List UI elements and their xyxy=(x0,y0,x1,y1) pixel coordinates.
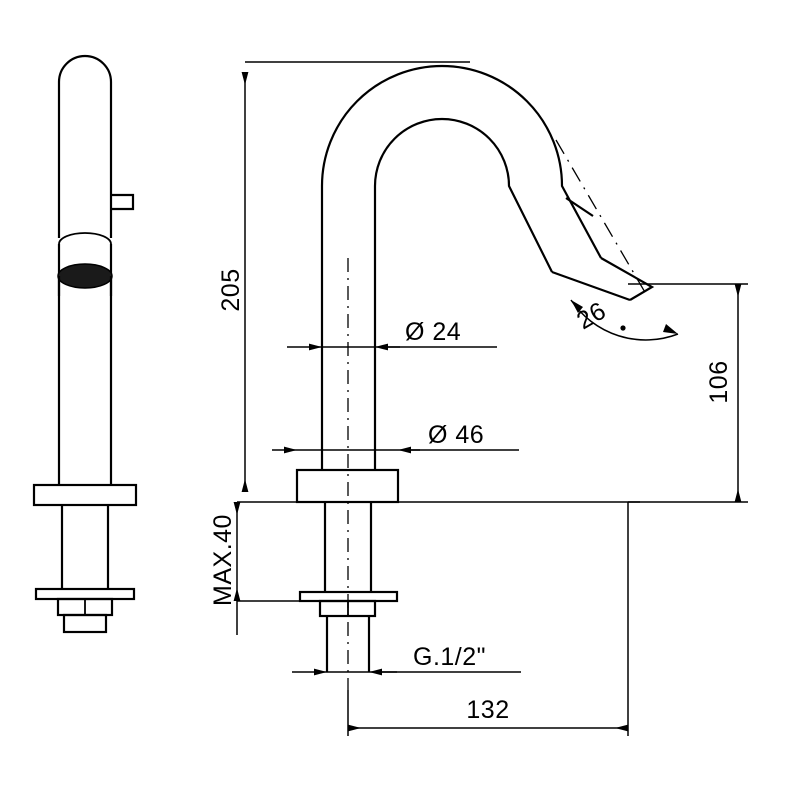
side-view-lever-handle xyxy=(111,193,135,211)
dim-thread-arrow-right xyxy=(369,668,382,676)
side-view-lower-column xyxy=(57,276,113,485)
spout-outer-profile xyxy=(320,64,602,470)
degree-symbol-icon xyxy=(620,325,626,331)
dimension-dia-24: Ø 24 xyxy=(287,318,497,351)
dimension-dia-46: Ø 46 xyxy=(272,421,519,454)
front-elevation-view xyxy=(237,64,655,690)
dim-dia24-arrow-right xyxy=(375,343,388,351)
dim-thread-label: G.1/2" xyxy=(413,643,486,671)
dimension-max-40: MAX.40 xyxy=(209,502,241,635)
side-view-threaded-tail xyxy=(62,613,108,634)
spout-outlet-end-face xyxy=(551,270,631,302)
dim-angle-26-label: 26 xyxy=(572,297,611,336)
dimension-height-205: 205 xyxy=(217,61,470,492)
dim-dia24-arrow-left xyxy=(309,343,322,351)
dim-205-label: 205 xyxy=(217,268,245,311)
dimension-reach-132: 132 xyxy=(347,502,629,736)
dim-angle-arc xyxy=(570,299,679,341)
side-view-trim-ellipse xyxy=(57,263,113,289)
nozzle-axis-centerline xyxy=(555,139,647,295)
dim-max40-label: MAX.40 xyxy=(209,514,237,606)
spout-nozzle-collar xyxy=(565,197,594,217)
dimension-angle-26: 26 xyxy=(570,297,679,341)
dim-thread-arrow-left xyxy=(314,668,327,676)
dim-dia46-arrow-left xyxy=(284,446,297,454)
dim-angle-arrow-end xyxy=(663,324,678,334)
dimension-height-106: 106 xyxy=(628,283,748,503)
side-view-upper-body xyxy=(57,54,113,238)
dimension-thread-g-half: G.1/2" xyxy=(292,643,521,676)
dim-132-label: 132 xyxy=(466,696,509,724)
dim-dia46-label: Ø 46 xyxy=(428,421,484,449)
dim-dia46-arrow-right xyxy=(398,446,411,454)
dim-angle-arrow-start xyxy=(571,300,583,313)
side-view-barrel-seam xyxy=(58,232,112,245)
side-elevation-view xyxy=(32,54,138,634)
spout-inner-profile xyxy=(373,117,553,470)
side-view-deck-flange xyxy=(32,483,138,507)
dim-106-label: 106 xyxy=(705,360,733,403)
side-view-washer-plate xyxy=(34,587,136,601)
dim-dia24-label: Ø 24 xyxy=(405,318,461,346)
spout-outlet-nozzle xyxy=(600,257,655,301)
side-view-shank xyxy=(60,505,110,589)
